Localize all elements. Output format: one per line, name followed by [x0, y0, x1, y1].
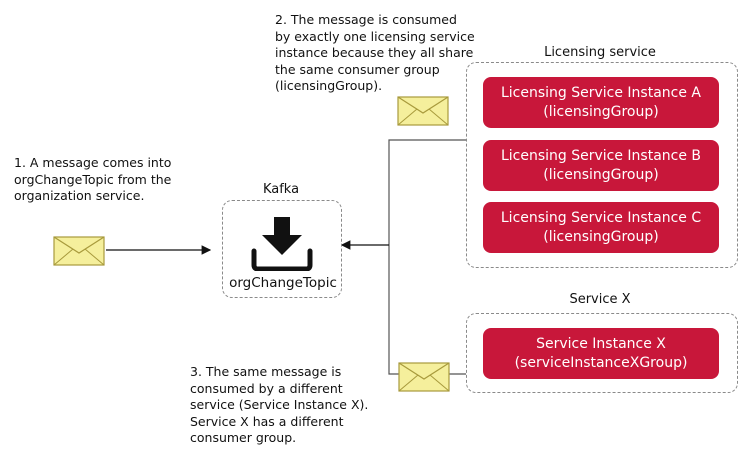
- licensing-service-label: Licensing service: [544, 45, 656, 60]
- note-step-3: 3. The same message is consumed by a dif…: [190, 364, 369, 445]
- message-envelope-icon: [53, 236, 105, 266]
- instance-group: (licensingGroup): [543, 228, 659, 245]
- message-envelope-icon: [397, 96, 449, 126]
- note-step-1: 1. A message comes into orgChangeTopic f…: [14, 155, 172, 203]
- licensing-instance-b: Licensing Service Instance B (licensingG…: [483, 140, 719, 191]
- instance-name: Licensing Service Instance A: [500, 84, 702, 101]
- service-x-box: [466, 313, 738, 393]
- kafka-box: orgChangeTopic: [222, 200, 342, 298]
- instance-group: (serviceInstanceXGroup): [514, 354, 688, 371]
- consumer-bracket-line: [388, 139, 466, 375]
- licensing-instance-c: Licensing Service Instance C (licensingG…: [483, 202, 719, 253]
- instance-name: Licensing Service Instance B: [500, 147, 702, 164]
- topic-name: orgChangeTopic: [229, 275, 337, 291]
- kafka-label: Kafka: [262, 182, 300, 197]
- message-envelope-icon: [398, 362, 450, 392]
- instance-group: (licensingGroup): [543, 166, 659, 183]
- download-tray-icon: [250, 215, 314, 275]
- service-x-label: Service X: [569, 292, 631, 307]
- note-step-2: 2. The message is consumed by exactly on…: [275, 12, 475, 93]
- licensing-service-box: [466, 62, 738, 268]
- instance-name: Licensing Service Instance C: [500, 209, 702, 226]
- instance-group: (licensingGroup): [543, 103, 659, 120]
- instance-name: Service Instance X: [536, 335, 666, 352]
- service-instance-x: Service Instance X (serviceInstanceXGrou…: [483, 328, 719, 379]
- licensing-instance-a: Licensing Service Instance A (licensingG…: [483, 77, 719, 128]
